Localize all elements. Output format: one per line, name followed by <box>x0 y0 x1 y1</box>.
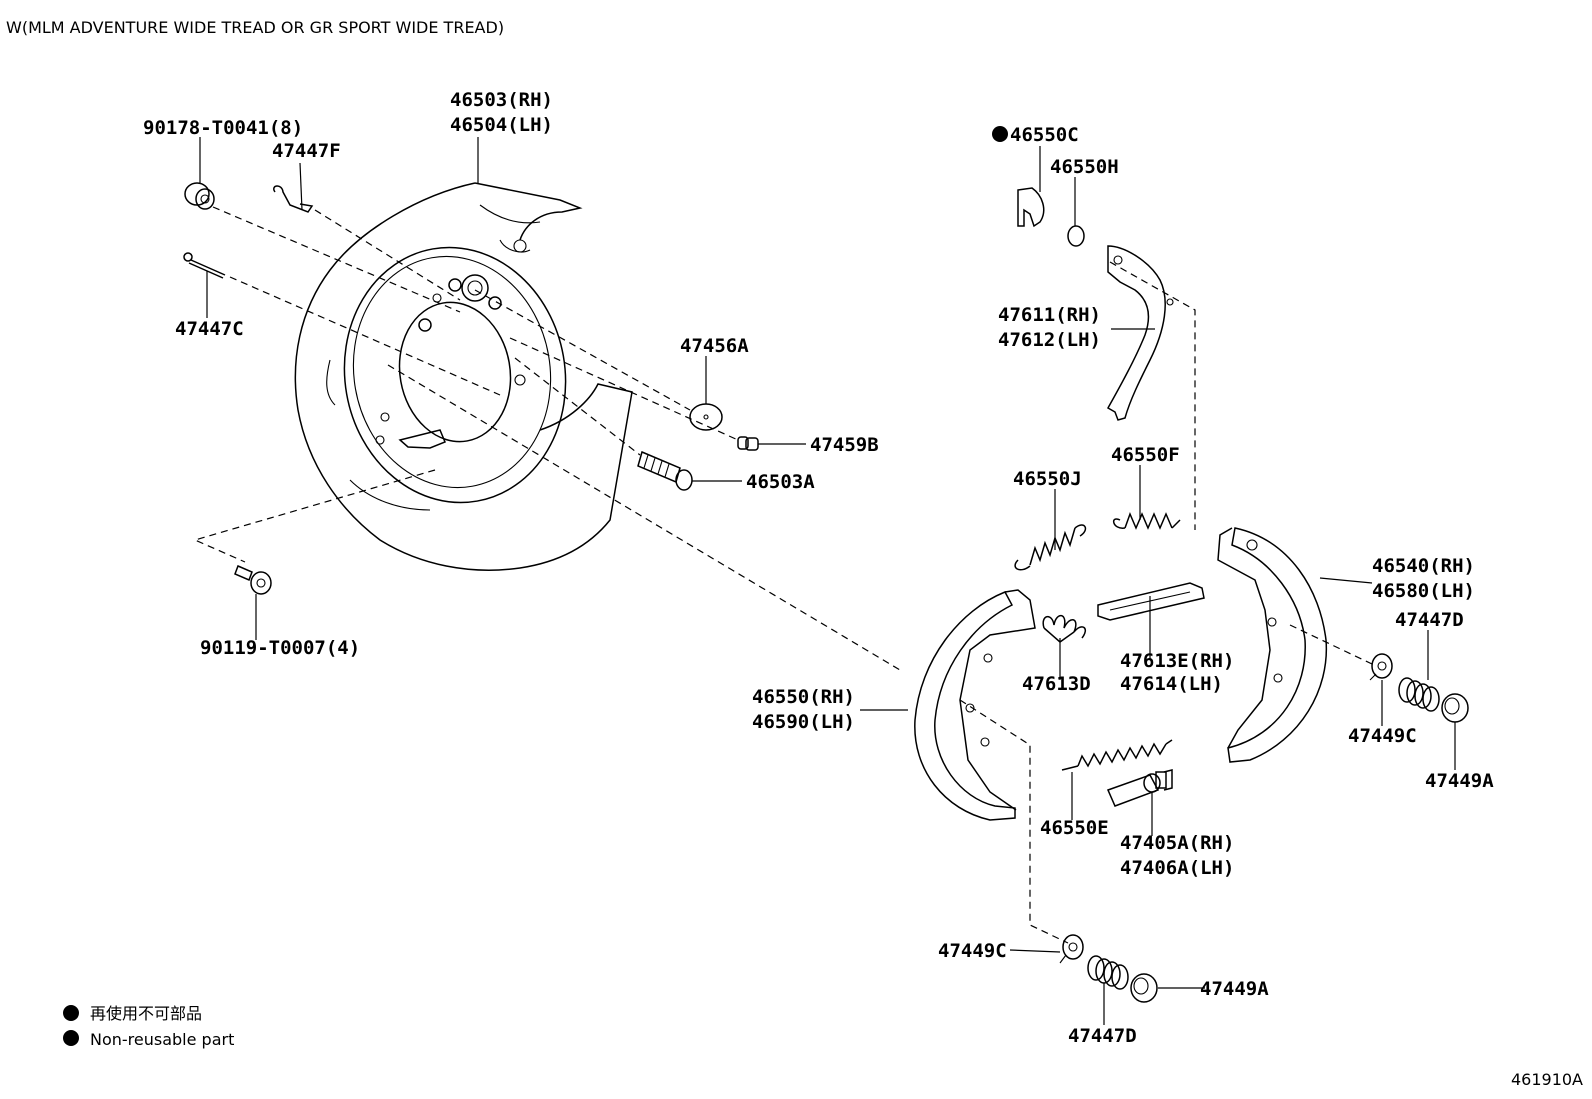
spring-46550J <box>1014 524 1087 571</box>
pin-47447C <box>183 252 226 279</box>
label-47459B: 47459B <box>810 434 879 456</box>
label-46550H: 46550H <box>1050 156 1119 178</box>
cup-47449A-right <box>1441 693 1469 723</box>
spring-46550E <box>1061 739 1173 771</box>
diagram-header: W(MLM ADVENTURE WIDE TREAD OR GR SPORT W… <box>6 18 504 37</box>
cap-47456A <box>689 403 723 431</box>
label-47447D-bottom: 47447D <box>1068 1025 1137 1047</box>
label-46540-rh: 46540(RH) <box>1372 555 1475 577</box>
label-90119-T0007: 90119-T0007(4) <box>200 637 360 659</box>
label-46504-lh: 46504(LH) <box>450 114 553 136</box>
label-46503A: 46503A <box>746 471 815 493</box>
pin-47449C-right <box>1369 653 1393 681</box>
backing-plate-46503 <box>294 182 633 571</box>
label-47613D: 47613D <box>1022 673 1091 695</box>
shoe-46550 <box>914 589 1036 821</box>
shoe-46540 <box>1217 527 1328 763</box>
lever-47611 <box>1106 245 1166 421</box>
bolt-46503A <box>637 450 693 491</box>
label-47447F: 47447F <box>272 140 341 162</box>
spring-47613D <box>1042 614 1086 643</box>
label-47456A: 47456A <box>680 335 749 357</box>
label-46550-rh: 46550(RH) <box>752 686 855 708</box>
label-46590-lh: 46590(LH) <box>752 711 855 733</box>
diagram-code: 461910A <box>1511 1070 1583 1089</box>
legend: 再使用不可部品 Non-reusable part <box>63 1004 234 1049</box>
nut-90178 <box>184 182 215 210</box>
cup-47449A-bottom <box>1130 973 1158 1003</box>
label-47447C: 47447C <box>175 318 244 340</box>
label-46503-rh: 46503(RH) <box>450 89 553 111</box>
clip-46550C <box>1017 187 1045 228</box>
label-47449C-right: 47449C <box>1348 725 1417 747</box>
strut-47613E <box>1097 582 1205 621</box>
legend-text-japanese: 再使用不可部品 <box>90 1004 202 1023</box>
label-46580-lh: 46580(LH) <box>1372 580 1475 602</box>
label-47405A-rh: 47405A(RH) <box>1120 832 1234 854</box>
label-47449A-right: 47449A <box>1425 770 1494 792</box>
legend-dot-icon <box>63 1005 79 1021</box>
label-46550F: 46550F <box>1111 444 1180 466</box>
bolt-90119 <box>234 565 272 595</box>
label-46550C: 46550C <box>1010 124 1079 146</box>
label-47612-lh: 47612(LH) <box>998 329 1101 351</box>
label-47406A-lh: 47406A(LH) <box>1120 857 1234 879</box>
adjuster-47405A <box>1106 769 1173 807</box>
pin-47449C-bottom <box>1059 934 1084 964</box>
legend-dot-icon <box>63 1030 79 1046</box>
legend-text-english: Non-reusable part <box>90 1030 234 1049</box>
spring-47447D-right <box>1398 677 1440 712</box>
label-47611-rh: 47611(RH) <box>998 304 1101 326</box>
label-47447D-right: 47447D <box>1395 609 1464 631</box>
non-reusable-mark-46550C <box>992 126 1008 142</box>
spring-46550F <box>1113 511 1181 530</box>
label-90178-T0041: 90178-T0041(8) <box>143 117 303 139</box>
clip-47447F <box>273 185 314 213</box>
label-47613E-rh: 47613E(RH) <box>1120 650 1234 672</box>
label-47449C-bottom: 47449C <box>938 940 1007 962</box>
label-47614-lh: 47614(LH) <box>1120 673 1223 695</box>
label-46550J: 46550J <box>1013 468 1082 490</box>
spring-47447D-bottom <box>1087 955 1129 990</box>
label-47449A-bottom: 47449A <box>1200 978 1269 1000</box>
plug-47459B <box>737 436 759 451</box>
washer-46550H <box>1067 225 1085 247</box>
label-46550E: 46550E <box>1040 817 1109 839</box>
